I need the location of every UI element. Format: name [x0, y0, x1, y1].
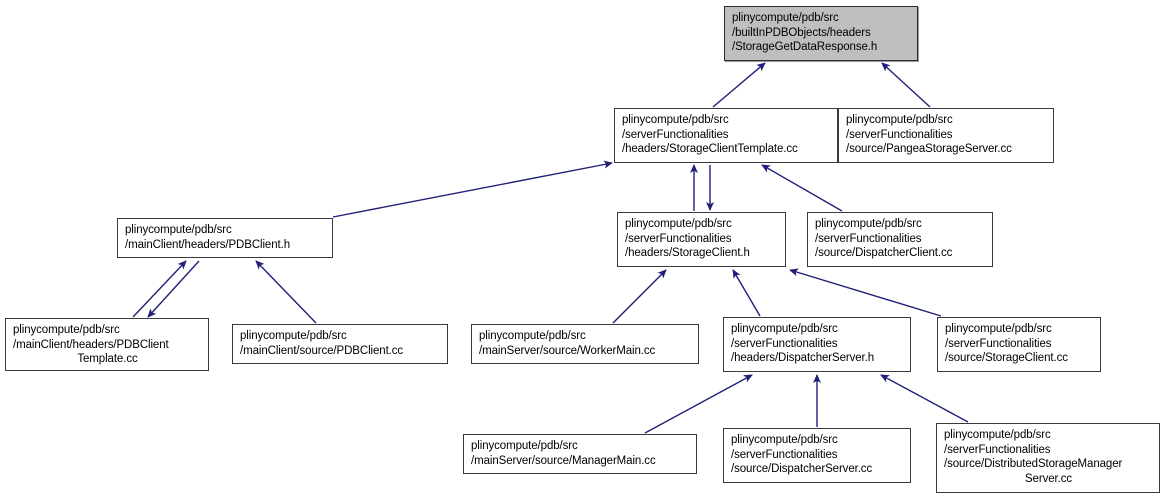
edge-storage-client-template-cc-to-storage-get-data-response-h: [712, 62, 766, 108]
edge-distributed-storage-manager-server-cc-to-dispatcher-server-h: [880, 374, 969, 423]
edge-pdb-client-template-cc-to-pdb-client-h: [132, 260, 187, 318]
graph-node-dispatcher-server-h[interactable]: plinycompute/pdb/src/serverFunctionaliti…: [723, 317, 911, 372]
node-label-line: plinycompute/pdb/src: [815, 218, 922, 230]
node-label-line: /source/DispatcherServer.cc: [731, 463, 873, 476]
graph-node-worker-main-cc[interactable]: plinycompute/pdb/src/mainServer/source/W…: [471, 324, 699, 364]
node-label-line: plinycompute/pdb/src: [479, 330, 586, 342]
node-label-line: /mainServer/source/WorkerMain.cc: [479, 344, 656, 357]
graph-node-dispatcher-server-cc[interactable]: plinycompute/pdb/src/serverFunctionaliti…: [723, 428, 911, 483]
node-label-line: /serverFunctionalities: [846, 128, 953, 141]
node-label-line: /serverFunctionalities: [944, 443, 1051, 456]
edge-dispatcher-server-h-to-storage-client-h: [732, 269, 761, 317]
node-label-line: /headers/StorageClient.h: [625, 247, 750, 260]
node-label-line: plinycompute/pdb/src: [731, 434, 838, 446]
edge-worker-main-cc-to-storage-client-h: [612, 269, 667, 324]
node-label-line: /serverFunctionalities: [731, 448, 838, 461]
edge-dispatcher-client-cc-to-storage-client-template-cc: [761, 164, 843, 212]
edge-pdb-client-cc-to-pdb-client-h: [255, 260, 317, 324]
node-label-line: Template.cc: [77, 353, 138, 366]
node-label-line: /source/DistributedStorageManager: [944, 458, 1123, 471]
node-label-line: /source/PangeaStorageServer.cc: [846, 143, 1012, 156]
node-label-line: plinycompute/pdb/src: [240, 330, 347, 342]
graph-node-storage-client-template-cc[interactable]: plinycompute/pdb/src/serverFunctionaliti…: [614, 108, 838, 163]
node-label-line: /source/StorageClient.cc: [945, 352, 1068, 365]
graph-node-storage-client-cc[interactable]: plinycompute/pdb/src/serverFunctionaliti…: [937, 317, 1101, 372]
node-label-line: /headers/StorageClientTemplate.cc: [622, 143, 798, 156]
node-label-line: plinycompute/pdb/src: [731, 323, 838, 335]
graph-node-pdb-client-template-cc[interactable]: plinycompute/pdb/src/mainClient/headers/…: [5, 318, 209, 371]
node-label-line: plinycompute/pdb/src: [471, 440, 578, 452]
node-label-line: /mainClient/headers/PDBClient: [13, 338, 169, 351]
edge-pangea-storage-server-cc-to-storage-get-data-response-h: [881, 62, 931, 108]
graph-node-pdb-client-h[interactable]: plinycompute/pdb/src/mainClient/headers/…: [117, 218, 333, 258]
node-label-line: /serverFunctionalities: [731, 337, 838, 350]
node-label-line: plinycompute/pdb/src: [846, 114, 953, 126]
node-label-line: plinycompute/pdb/src: [625, 218, 732, 230]
node-label-line: /source/DispatcherClient.cc: [815, 247, 953, 260]
graph-node-pdb-client-cc[interactable]: plinycompute/pdb/src/mainClient/source/P…: [232, 324, 448, 364]
edge-manager-main-cc-to-dispatcher-server-h: [644, 374, 753, 434]
graph-node-storage-client-h[interactable]: plinycompute/pdb/src/serverFunctionaliti…: [617, 212, 786, 267]
node-label-line: plinycompute/pdb/src: [945, 323, 1052, 335]
node-label-line: /mainServer/source/ManagerMain.cc: [471, 454, 656, 467]
node-label-line: plinycompute/pdb/src: [732, 12, 839, 24]
node-label-line: plinycompute/pdb/src: [944, 429, 1051, 441]
graph-node-manager-main-cc[interactable]: plinycompute/pdb/src/mainServer/source/M…: [463, 434, 697, 474]
edge-storage-client-cc-to-storage-client-h: [789, 268, 942, 317]
node-label-line: /StorageGetDataResponse.h: [732, 41, 878, 54]
node-label-line: plinycompute/pdb/src: [622, 114, 729, 126]
node-label-line: /serverFunctionalities: [622, 128, 729, 141]
edge-pdb-client-h-to-storage-client-template-cc: [332, 160, 613, 218]
node-label-line: /builtInPDBObjects/headers: [732, 26, 871, 39]
node-label-line: /serverFunctionalities: [815, 232, 922, 245]
node-label-line: /mainClient/headers/PDBClient.h: [125, 238, 291, 251]
node-label-line: /serverFunctionalities: [945, 337, 1052, 350]
graph-node-dispatcher-client-cc[interactable]: plinycompute/pdb/src/serverFunctionaliti…: [807, 212, 993, 267]
graph-node-storage-get-data-response-h[interactable]: plinycompute/pdb/src/builtInPDBObjects/h…: [724, 6, 918, 61]
graph-node-distributed-storage-manager-server-cc[interactable]: plinycompute/pdb/src/serverFunctionaliti…: [936, 423, 1160, 493]
node-label-line: /headers/DispatcherServer.h: [731, 352, 875, 365]
node-label-line: /mainClient/source/PDBClient.cc: [240, 344, 404, 357]
edge-pdb-client-h-to-pdb-client-template-cc: [147, 260, 200, 318]
node-label-line: plinycompute/pdb/src: [125, 224, 232, 236]
graph-node-pangea-storage-server-cc[interactable]: plinycompute/pdb/src/serverFunctionaliti…: [838, 108, 1054, 163]
node-label-line: plinycompute/pdb/src: [13, 324, 120, 336]
node-label-line: /serverFunctionalities: [625, 232, 732, 245]
node-label-line: Server.cc: [1024, 472, 1073, 485]
